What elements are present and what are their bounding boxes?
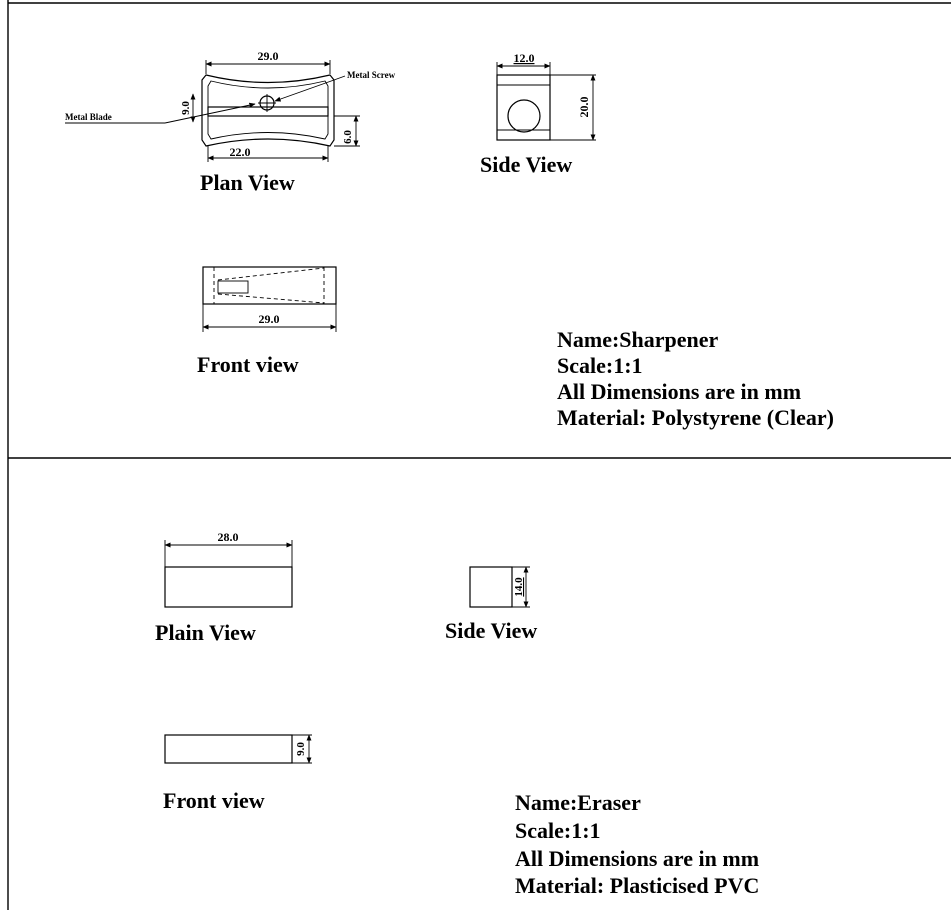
sheet-frame [7, 0, 951, 910]
eraser-units: All Dimensions are in mm [515, 846, 759, 871]
metal-blade-callout: Metal Blade [65, 112, 112, 122]
eraser-plain-view-label: Plain View [155, 620, 256, 645]
side-width-dim: 12.0 [514, 51, 535, 65]
metal-screw-callout: Metal Screw [347, 70, 396, 80]
eraser-side-view-label: Side View [445, 618, 537, 643]
eraser-scale: Scale:1:1 [515, 818, 601, 843]
sharpener-front-view-label: Front view [197, 352, 299, 377]
plan-bottom-width-dim: 22.0 [230, 145, 251, 159]
eraser-side-view: 14.0 Side View [445, 566, 537, 643]
sharpener-front-view: 29.0 Front view [197, 266, 337, 377]
eraser-info-block: Name:Eraser Scale:1:1 All Dimensions are… [515, 790, 759, 898]
eraser-plain-view: 28.0 Plain View [155, 530, 293, 645]
sharpener-side-view: 12.0 20.0 Side View [480, 51, 596, 177]
plan-top-width-dim: 29.0 [258, 49, 279, 63]
sharpener-material: Material: Polystyrene (Clear) [557, 405, 834, 430]
sharpener-units: All Dimensions are in mm [557, 379, 801, 404]
eraser-front-view-label: Front view [163, 788, 265, 813]
eraser-material: Material: Plasticised PVC [515, 873, 759, 898]
side-height-dim: 20.0 [577, 97, 591, 118]
eraser-width-dim: 28.0 [218, 530, 239, 544]
front-width-dim: 29.0 [259, 312, 280, 326]
eraser-height-dim: 14.0 [513, 577, 525, 597]
sharpener-name: Name:Sharpener [557, 327, 719, 352]
sharpener-plan-view-label: Plan View [200, 170, 295, 195]
sharpener-side-view-label: Side View [480, 152, 572, 177]
sharpener-scale: Scale:1:1 [557, 353, 643, 378]
plan-blade-height-dim: 9.0 [180, 101, 192, 115]
sharpener-plan-view: 29.0 22.0 9.0 6.0 Metal Screw Metal Blad… [65, 49, 396, 195]
eraser-name: Name:Eraser [515, 790, 641, 815]
plan-right-height-dim: 6.0 [342, 130, 354, 144]
eraser-front-view: 9.0 Front view [163, 734, 312, 813]
sharpener-info-block: Name:Sharpener Scale:1:1 All Dimensions … [557, 327, 834, 430]
eraser-front-height-dim: 9.0 [295, 742, 307, 756]
